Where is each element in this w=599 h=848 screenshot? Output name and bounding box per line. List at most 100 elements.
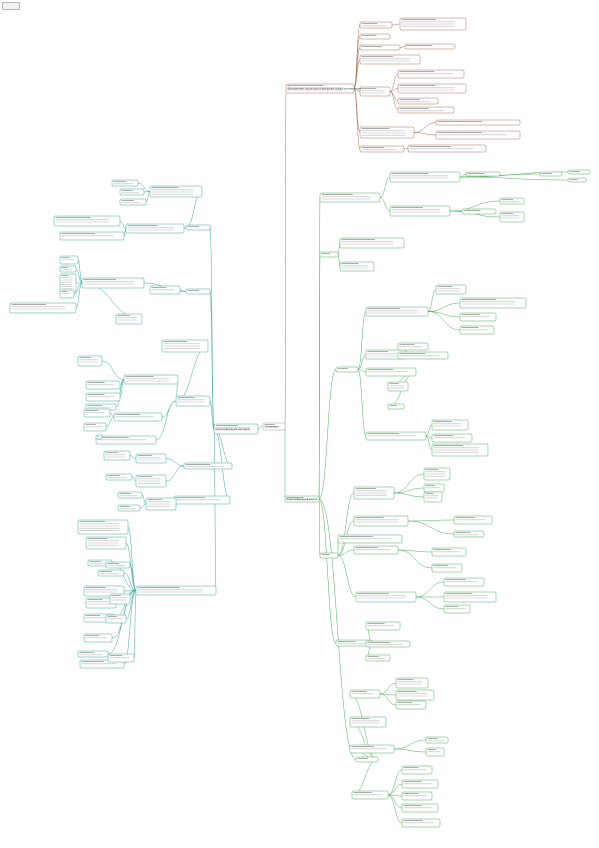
teal-node-5[interactable] xyxy=(135,585,217,596)
connector-line xyxy=(337,549,355,556)
green-leaf-12[interactable] xyxy=(355,591,417,603)
teal-node-1[interactable] xyxy=(185,288,211,295)
brown-node-6[interactable] xyxy=(359,145,405,153)
green-tip-7[interactable] xyxy=(435,284,467,295)
green-tip-1[interactable] xyxy=(461,208,497,215)
brown-leaf-3[interactable] xyxy=(397,83,467,94)
document-tab[interactable] xyxy=(2,2,20,10)
connector-line xyxy=(393,739,427,750)
teal-tip-0[interactable] xyxy=(111,179,139,187)
brown-hub-node[interactable] xyxy=(285,83,355,94)
green-leaf-17[interactable] xyxy=(349,716,387,728)
teal-tip-19[interactable] xyxy=(105,473,133,481)
teal-leaf-8[interactable] xyxy=(135,453,167,464)
teal-tip-25[interactable] xyxy=(97,569,125,577)
connector-line xyxy=(337,555,357,598)
teal-node-2[interactable] xyxy=(175,395,211,407)
teal-tip-22[interactable] xyxy=(77,519,129,535)
teal-tip-30[interactable] xyxy=(77,650,109,658)
connector-line xyxy=(75,268,83,284)
connector-line xyxy=(337,242,341,255)
teal-tip-3[interactable] xyxy=(53,215,121,227)
green-node-0[interactable] xyxy=(319,192,381,203)
brown-node-3[interactable] xyxy=(359,54,421,65)
green-tip-29[interactable] xyxy=(395,689,435,701)
teal-tip-6[interactable] xyxy=(59,265,77,273)
connector-line xyxy=(351,759,379,796)
connector-line xyxy=(209,291,215,430)
green-tip-6[interactable] xyxy=(567,177,587,183)
green-tip-4[interactable] xyxy=(539,171,563,177)
brown-leaf-5[interactable] xyxy=(397,106,455,114)
connector-line xyxy=(213,428,233,467)
teal-leaf-1[interactable] xyxy=(125,223,185,234)
brown-node-1[interactable] xyxy=(359,33,391,40)
green-tip-15[interactable] xyxy=(431,419,469,431)
green-node-1[interactable] xyxy=(319,251,339,258)
green-tip-28[interactable] xyxy=(395,677,429,689)
brown-node-0[interactable] xyxy=(359,21,393,29)
connector-line xyxy=(73,282,83,295)
green-node-2[interactable] xyxy=(335,366,359,373)
teal-tip-18[interactable] xyxy=(103,450,131,461)
green-tip-26[interactable] xyxy=(443,591,497,603)
green-tip-22[interactable] xyxy=(453,530,485,538)
green-tip-2[interactable] xyxy=(499,197,525,205)
connector-line xyxy=(393,748,427,753)
teal-leaf-5[interactable] xyxy=(123,374,179,385)
connector-line xyxy=(337,254,341,267)
green-tip-20[interactable] xyxy=(423,491,443,503)
teal-tip-10[interactable] xyxy=(115,313,143,325)
green-leaf-2[interactable] xyxy=(339,237,405,249)
green-tip-14[interactable] xyxy=(387,403,405,410)
green-node-3[interactable] xyxy=(319,552,339,559)
teal-tip-32[interactable] xyxy=(105,561,131,569)
connector-line xyxy=(353,87,361,133)
connector-line xyxy=(353,59,361,89)
green-tip-5[interactable] xyxy=(567,169,591,175)
green-leaf-3[interactable] xyxy=(339,261,375,272)
brown-leaf-6[interactable] xyxy=(435,119,521,126)
green-tip-13[interactable] xyxy=(387,381,409,392)
green-node-5[interactable] xyxy=(355,756,379,763)
teal-tip-21[interactable] xyxy=(117,504,141,512)
teal-tip-2[interactable] xyxy=(119,198,147,206)
connector-line xyxy=(183,227,187,229)
teal-tip-26[interactable] xyxy=(83,585,125,597)
green-leaf-0[interactable] xyxy=(389,171,461,183)
green-tip-0[interactable] xyxy=(465,171,501,177)
brown-node-4[interactable] xyxy=(359,86,391,97)
green-leaf-4[interactable] xyxy=(365,306,429,317)
green-tip-8[interactable] xyxy=(459,297,527,309)
green-tip-3[interactable] xyxy=(499,211,525,223)
green-tip-31[interactable] xyxy=(425,736,449,744)
teal-leaf-3[interactable] xyxy=(81,277,145,289)
connector-line xyxy=(389,73,399,92)
teal-tip-20[interactable] xyxy=(117,491,143,499)
brown-leaf-4[interactable] xyxy=(397,97,439,105)
connector-line xyxy=(143,191,151,193)
connector-line xyxy=(449,200,501,212)
teal-tip-9[interactable] xyxy=(9,302,77,314)
brown-leaf-1[interactable] xyxy=(404,43,456,50)
teal-tip-7[interactable] xyxy=(59,273,77,293)
green-leaf-15[interactable] xyxy=(365,654,391,662)
green-leaf-10[interactable] xyxy=(353,515,409,527)
connector-line xyxy=(77,259,83,284)
teal-tip-33[interactable] xyxy=(109,593,131,605)
connector-line xyxy=(459,176,569,181)
teal-node-3[interactable] xyxy=(183,462,233,470)
connector-line xyxy=(397,549,433,569)
teal-tip-1[interactable] xyxy=(119,188,145,196)
teal-node-0[interactable] xyxy=(185,224,211,231)
brown-node-2[interactable] xyxy=(359,44,401,51)
green-leaf-1[interactable] xyxy=(389,205,451,217)
connector-line xyxy=(407,520,455,535)
connector-line xyxy=(119,220,127,229)
connector-line xyxy=(109,412,115,418)
teal-tip-17[interactable] xyxy=(95,434,103,440)
connector-line xyxy=(145,191,151,203)
teal-hub-node[interactable] xyxy=(213,423,259,435)
green-leaf-14[interactable] xyxy=(365,640,411,648)
teal-tip-11[interactable] xyxy=(77,355,103,367)
